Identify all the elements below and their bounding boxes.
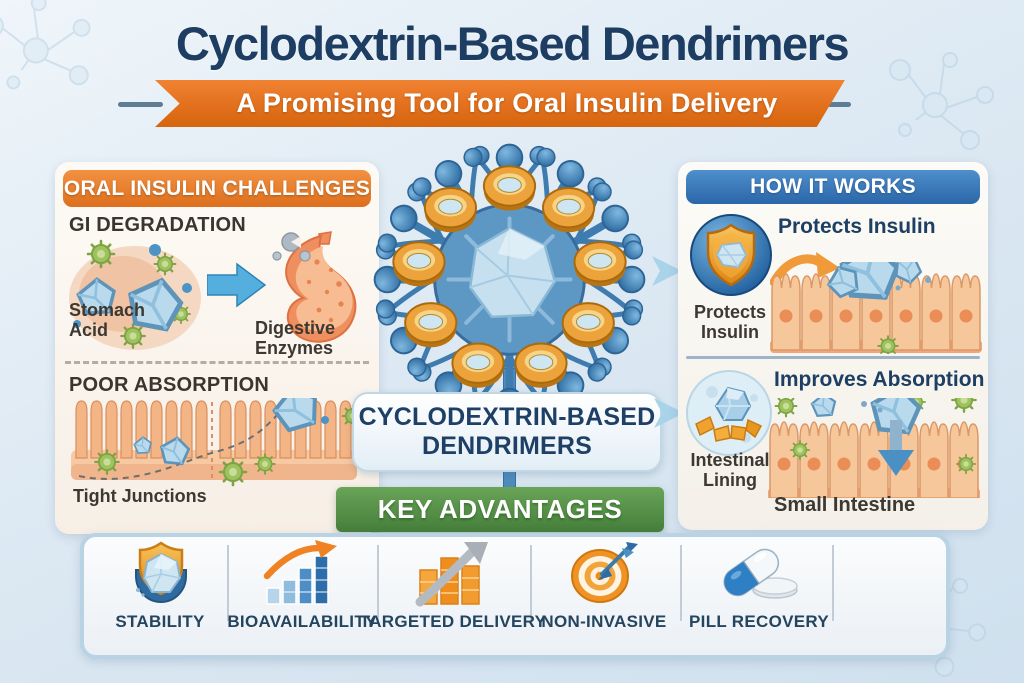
advantage-item-pill-recovery: PILL RECOVERY — [684, 540, 834, 632]
tight-junctions-label: Tight Junctions — [73, 486, 207, 506]
how-it-works-panel: HOW IT WORKS Protects Insulin Protects I… — [678, 162, 988, 530]
advantage-divider — [377, 545, 379, 621]
tight-junctions-illustration — [71, 398, 365, 487]
shield-crystal-icon — [135, 541, 187, 603]
ribbon-left-line — [118, 102, 163, 107]
small-intestine-label: Small Intestine — [774, 494, 916, 516]
advantage-item-stability: STABILITY — [85, 540, 235, 632]
advantage-label: NON-INVASIVE — [541, 612, 667, 631]
intestinal-cells-illustration — [770, 262, 982, 354]
protects-insulin-caption: Protects Insulin — [693, 302, 767, 343]
advantage-divider — [227, 545, 229, 621]
small-intestine-illustration — [768, 398, 982, 498]
advantage-label: STABILITY — [115, 612, 205, 631]
advantage-divider — [530, 545, 532, 621]
page-subtitle: A Promising Tool for Oral Insulin Delive… — [236, 88, 778, 118]
advantage-label: BIOAVAILABILITY — [227, 612, 377, 631]
section-divider — [65, 361, 369, 364]
rising-bars-arrow-icon — [263, 540, 337, 605]
protects-insulin-heading: Protects Insulin — [778, 215, 936, 238]
oral-insulin-challenges-panel: ORAL INSULIN CHALLENGES GI DEGRADATION — [55, 162, 379, 534]
challenges-header-banner: ORAL INSULIN CHALLENGES — [63, 170, 371, 207]
orange-bars-arrow-icon — [415, 542, 488, 607]
molecule-label-line2: DENDRIMERS — [421, 432, 593, 460]
page-title: Cyclodextrin-Based Dendrimers — [175, 17, 850, 70]
digestive-enzymes-label: Digestive Enzymes — [255, 318, 336, 359]
advantage-divider — [832, 545, 834, 621]
advantage-item-bioavailability: BIOAVAILABILITY — [227, 540, 377, 632]
intestinal-lining-badge-icon — [686, 370, 772, 456]
intestinal-lining-caption: Intestinal Lining — [690, 450, 770, 491]
stomach-acid-illustration — [69, 239, 201, 350]
key-advantages-label: KEY ADVANTAGES — [377, 494, 623, 524]
advantages-panel — [80, 533, 950, 659]
molecule-label-box: CYCLODEXTRIN-BASED DENDRIMERS — [352, 392, 662, 472]
protects-insulin-badge-icon — [690, 214, 772, 296]
how-it-works-header: HOW IT WORKS — [750, 175, 916, 198]
advantage-divider — [680, 545, 682, 621]
key-advantages-banner: KEY ADVANTAGES — [336, 487, 664, 532]
advantage-label: PILL RECOVERY — [689, 612, 829, 631]
subtitle-ribbon: A Promising Tool for Oral Insulin Delive… — [155, 80, 845, 127]
gi-right-arrow-icon — [207, 262, 267, 308]
target-dart-icon — [571, 542, 638, 603]
capsule-pill-icon — [723, 548, 798, 599]
advantage-item-targeted-delivery: TARGETED DELIVERY — [360, 540, 546, 632]
how-it-works-header-banner: HOW IT WORKS — [686, 170, 980, 204]
chevron-right-icon — [652, 256, 682, 286]
stomach-acid-label: Stomach Acid — [69, 300, 146, 341]
challenges-header: ORAL INSULIN CHALLENGES — [63, 176, 371, 200]
gi-degradation-heading: GI DEGRADATION — [69, 214, 246, 236]
improves-absorption-heading: Improves Absorption — [774, 368, 985, 391]
advantage-item-non-invasive: NON-INVASIVE — [529, 540, 679, 632]
poor-absorption-heading: POOR ABSORPTION — [69, 374, 270, 396]
molecule-label-line1: CYCLODEXTRIN-BASED — [358, 403, 656, 432]
advantage-label: TARGETED DELIVERY — [359, 612, 547, 631]
dendrimer-molecule-illustration — [352, 122, 667, 437]
row-divider — [686, 356, 980, 359]
stomach-icon — [272, 231, 357, 343]
chevron-right-icon — [654, 398, 684, 428]
